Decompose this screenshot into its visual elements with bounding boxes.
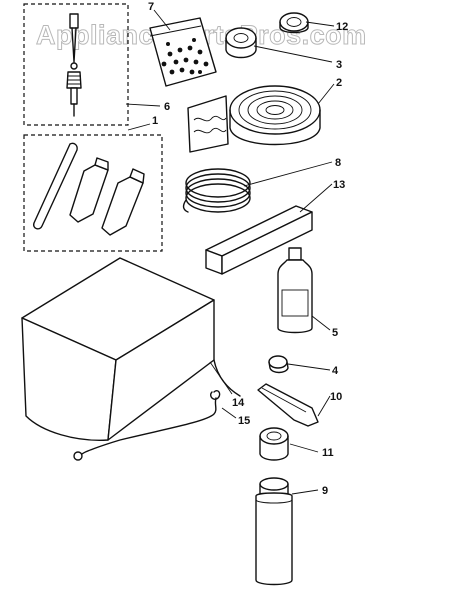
callout-2: 2 — [336, 77, 342, 89]
leader-lines — [125, 9, 335, 495]
part-14-cover[interactable] — [21, 257, 241, 441]
callout-13: 13 — [333, 179, 345, 191]
part-3-tape-roll[interactable] — [225, 27, 257, 59]
part-6-valve-kit[interactable] — [23, 3, 129, 126]
callout-6: 6 — [164, 101, 170, 113]
callout-4: 4 — [332, 365, 339, 377]
callout-11: 11 — [322, 447, 334, 459]
callout-5: 5 — [332, 327, 338, 339]
part-12-ring[interactable] — [279, 12, 309, 34]
part-8-coil[interactable] — [182, 168, 251, 213]
part-1-dashed-box — [23, 134, 163, 252]
part-7-screw-bag[interactable] — [149, 17, 217, 87]
part-9-can[interactable] — [255, 477, 293, 586]
callout-10: 10 — [330, 391, 342, 403]
part-13-bar[interactable] — [205, 205, 313, 275]
part-4-cap[interactable] — [268, 355, 289, 374]
callout-8: 8 — [335, 157, 341, 169]
part-2-tape-roll[interactable] — [187, 85, 321, 153]
part-1-brush-and-tubes[interactable] — [23, 134, 163, 252]
part-15-cord[interactable] — [73, 389, 221, 461]
part-11-roll[interactable] — [259, 427, 289, 461]
callout-7: 7 — [148, 1, 154, 13]
part-5-bottle[interactable] — [277, 247, 313, 334]
callout-9: 9 — [322, 485, 328, 497]
callout-14: 14 — [232, 397, 245, 409]
callout-1: 1 — [152, 115, 158, 127]
callout-15: 15 — [238, 415, 250, 427]
callout-labels: 7 12 3 2 6 1 8 13 5 4 10 14 15 11 9 — [148, 1, 348, 497]
callout-12: 12 — [336, 21, 348, 33]
part-6-dashed-box — [23, 3, 129, 126]
callout-3: 3 — [336, 59, 342, 71]
part-10-tube[interactable] — [257, 383, 319, 427]
